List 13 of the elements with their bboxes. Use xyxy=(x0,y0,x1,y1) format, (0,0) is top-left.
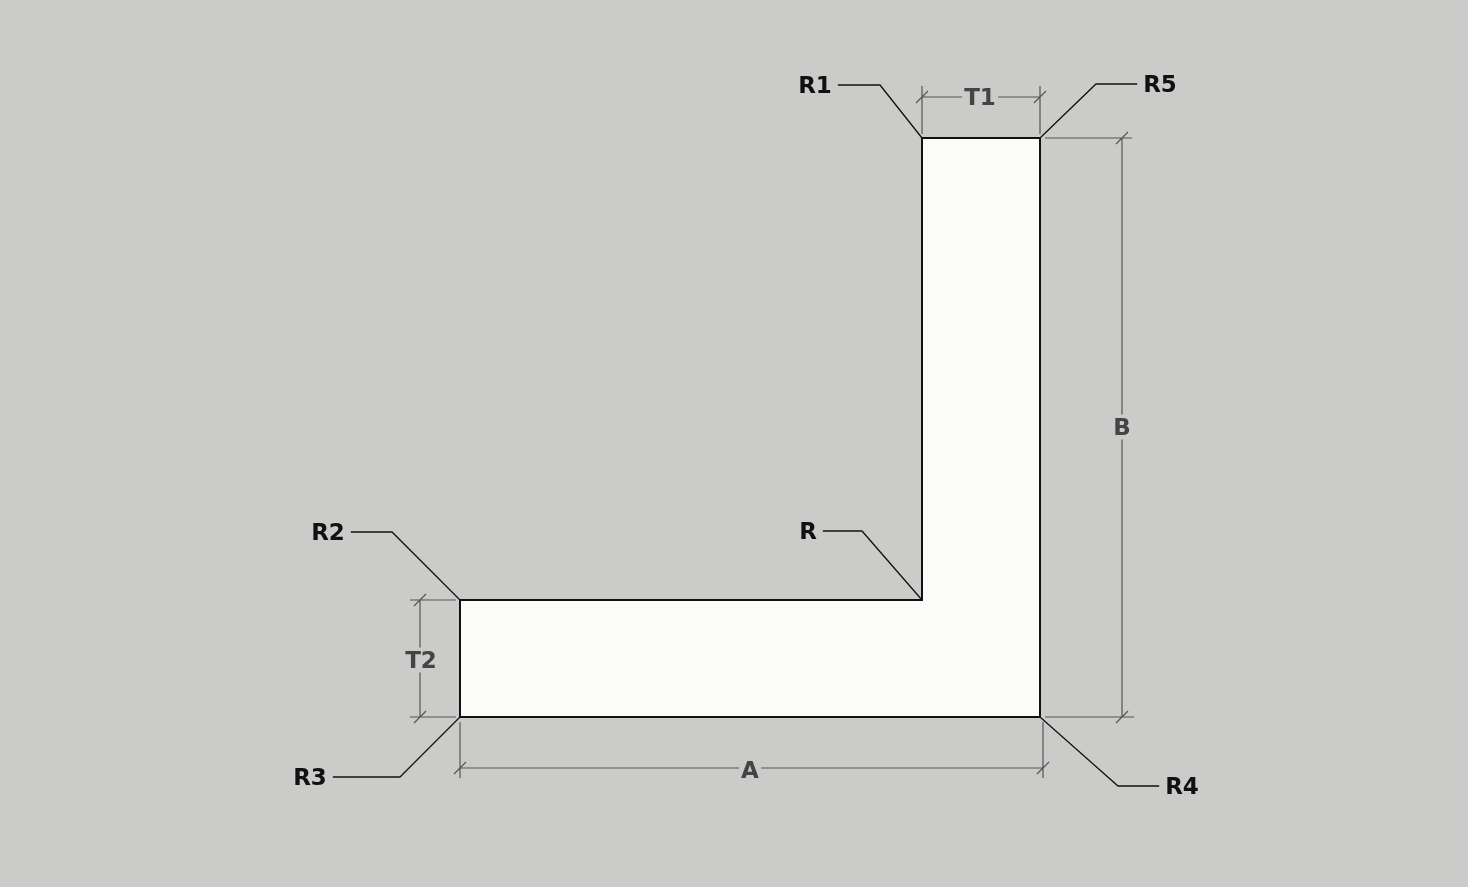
radius-label: R1 xyxy=(798,73,832,97)
leader-line xyxy=(350,531,461,601)
angle-profile xyxy=(459,137,1041,718)
radius-label: R3 xyxy=(293,765,327,789)
leader-line xyxy=(332,716,461,778)
radius-label: R xyxy=(799,519,817,543)
leader-line xyxy=(822,530,923,601)
leader-line xyxy=(1039,716,1160,787)
leader-line xyxy=(837,84,923,139)
radius-label: R4 xyxy=(1165,774,1199,798)
leader-line xyxy=(1039,83,1138,139)
radius-label: R5 xyxy=(1143,72,1177,96)
radius-label: R2 xyxy=(311,520,345,544)
